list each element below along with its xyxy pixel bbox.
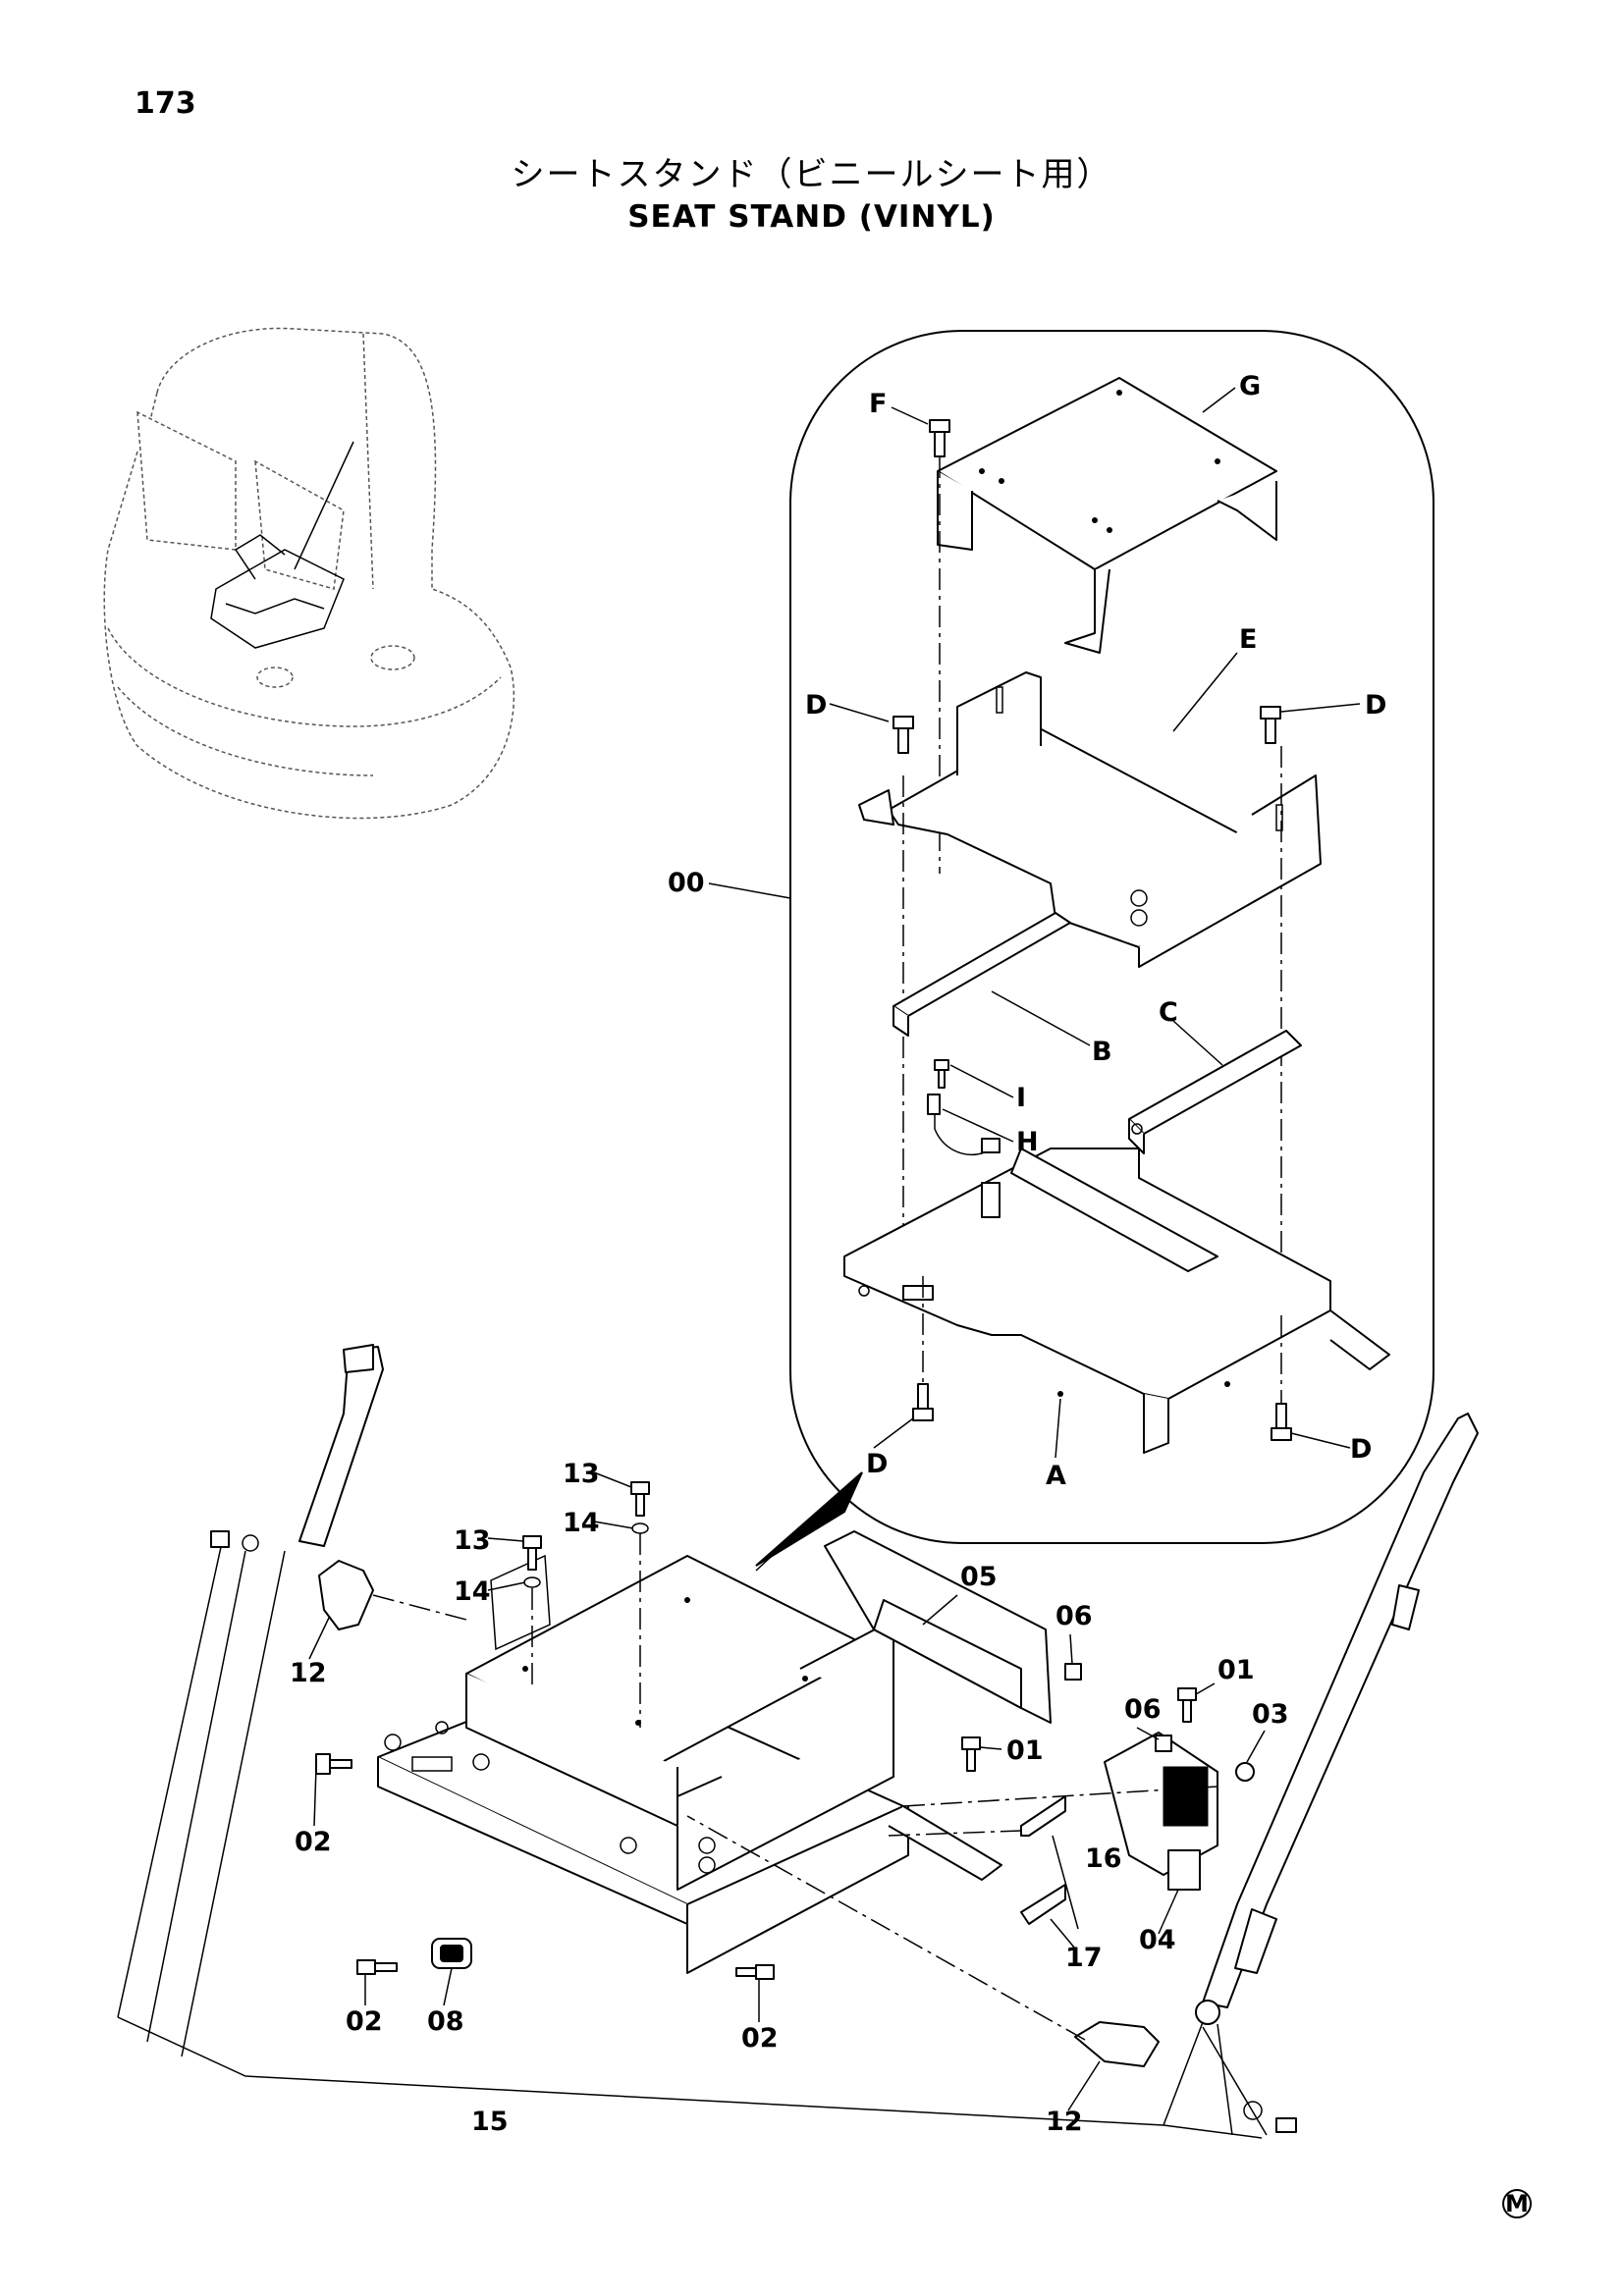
part-i-screw [934,1059,949,1089]
part-06-bolt-b [1155,1735,1172,1752]
callout-f: F [869,389,887,419]
callout-b: B [1092,1037,1112,1067]
callout-14-a: 14 [563,1508,600,1538]
part-15-seat-belt-right [1163,1413,1479,2136]
part-f-bolt [929,419,950,457]
part-05-cover [824,1530,1052,1724]
callout-04: 04 [1139,1925,1176,1955]
callout-02-left: 02 [295,1827,332,1857]
part-01-bolt-b [1177,1687,1197,1723]
part-17-strip [1020,1884,1066,1925]
part-13-bolt-b [522,1535,542,1571]
callout-05: 05 [960,1562,998,1592]
part-04-switch-panel [1104,1732,1218,1891]
part-a-base [843,1148,1390,1454]
part-12-bracket-left [318,1560,374,1630]
part-12-bracket-right [1074,2021,1160,2067]
callout-12-right: 12 [1046,2107,1083,2137]
part-h-harness [927,1094,1001,1155]
part-01-bolt-a [961,1736,981,1772]
callout-d-top-left: D [805,690,827,721]
leader-lines [117,387,1361,2139]
part-16-strip [1020,1795,1066,1837]
part-g-seat-plate [937,377,1277,654]
part-15-seat-belt-left [117,1344,384,2057]
part-14-washer-a [631,1522,649,1534]
callout-15: 15 [471,2107,509,2137]
callout-01-a: 01 [1217,1655,1255,1685]
part-d-bolt-bottom-left [912,1383,934,1421]
callout-16: 16 [1085,1843,1122,1874]
callout-i: I [1016,1083,1026,1113]
part-d-bolt-bottom-right [1271,1403,1292,1441]
callout-00: 00 [668,868,705,898]
title-japanese: シートスタンド（ビニールシート用） [511,155,1112,194]
callout-c: C [1159,997,1178,1028]
part-c-channel [1128,1030,1302,1154]
callout-02-bottom-left: 02 [346,2006,383,2037]
part-02-bolt-c [735,1964,775,1980]
part-02-bolt-b [356,1959,398,1975]
excavator-cab-overview [103,327,515,820]
exploded-view-frame [789,330,1434,1544]
callout-03: 03 [1252,1699,1289,1730]
callout-12-left: 12 [290,1658,327,1688]
part-03-screw [1235,1762,1255,1782]
part-e-frame [858,671,1322,968]
callout-06-a: 06 [1055,1601,1093,1631]
part-08-grommet [431,1938,472,1969]
callout-14-b: 14 [454,1576,491,1607]
callout-08: 08 [427,2006,464,2037]
callout-13-b: 13 [454,1525,491,1556]
part-d-bolt-left [893,716,914,754]
callout-e: E [1239,624,1257,655]
assembled-seat-stand [377,1554,1002,1974]
part-02-bolt-a [315,1753,352,1775]
page-number: 173 [135,86,196,121]
callout-17: 17 [1065,1943,1103,1973]
callout-d-bottom-left: D [866,1449,888,1479]
part-14-washer-b [523,1576,541,1588]
title-english: SEAT STAND (VINYL) [627,199,996,235]
callout-h: H [1016,1127,1039,1157]
m-marker: M [1502,2189,1532,2218]
callout-06-b: 06 [1124,1694,1162,1725]
part-b-channel [893,912,1071,1037]
callout-02-bottom-right: 02 [741,2023,779,2054]
part-d-bolt-right [1260,706,1281,744]
m-marker-letter: M [1505,2190,1529,2217]
callout-01-b: 01 [1006,1735,1044,1766]
callout-d-top-right: D [1365,690,1386,721]
callout-g: G [1239,371,1261,401]
part-13-bolt-a [630,1481,650,1517]
callout-a: A [1046,1461,1066,1491]
callout-d-bottom-right: D [1350,1434,1372,1465]
title-block: シートスタンド（ビニールシート用） SEAT STAND (VINYL) [0,147,1623,235]
callout-13-a: 13 [563,1459,600,1489]
detail-pointer [755,1471,863,1567]
part-06-bolt-a [1064,1663,1082,1681]
